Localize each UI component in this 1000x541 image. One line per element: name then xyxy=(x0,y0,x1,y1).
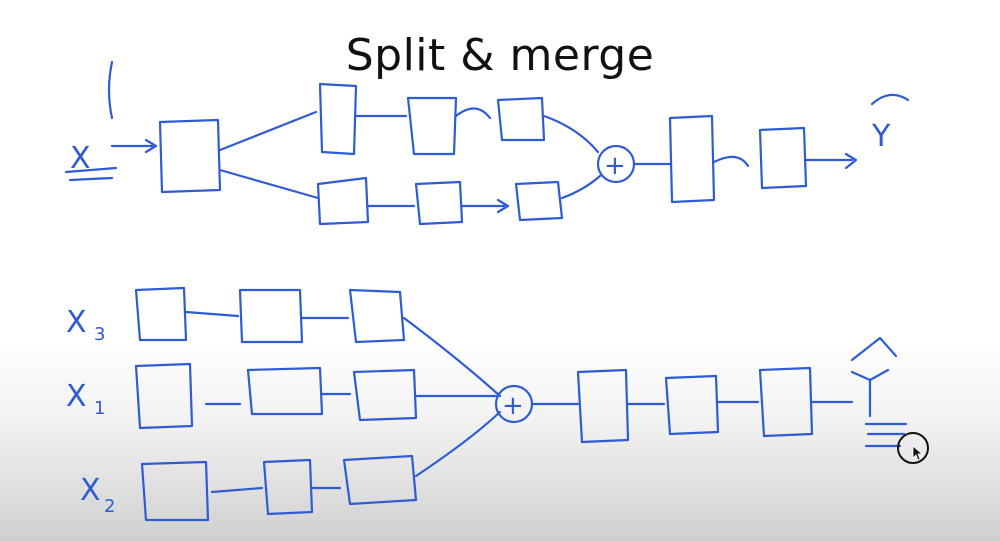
bottom-row1-box-1 xyxy=(134,362,194,430)
bottom-row2-link-1 xyxy=(210,486,264,494)
top-upper-box-2 xyxy=(406,96,458,156)
slide-title: Split & merge xyxy=(345,30,655,81)
bottom-row2-box-1 xyxy=(140,460,210,522)
bottom-input-2-subscript: 2 xyxy=(104,496,115,517)
top-upper-link-2 xyxy=(454,107,492,120)
bottom-row3-box-3 xyxy=(348,288,406,344)
cursor-arrow-icon xyxy=(912,445,924,461)
top-post-link-2 xyxy=(804,152,858,170)
top-output-label: Y xyxy=(871,119,891,154)
top-branch-lower-link xyxy=(218,168,320,200)
top-lower-box-1 xyxy=(316,176,370,226)
top-input-arrow xyxy=(110,138,158,154)
top-output-hat-mark xyxy=(870,93,910,106)
bottom-row1-box-2 xyxy=(246,366,324,416)
bottom-row3-box-1 xyxy=(134,286,188,342)
bottom-input-1-label: X xyxy=(66,379,87,414)
top-merge-symbol: + xyxy=(604,151,626,181)
bottom-output-hat-mark xyxy=(850,336,898,362)
top-upper-link-3 xyxy=(542,114,600,154)
mouse-pointer-icon xyxy=(897,432,929,464)
top-post-link-1 xyxy=(712,155,750,168)
top-input-arc-mark xyxy=(107,60,114,120)
top-branch-upper-link xyxy=(218,110,318,152)
cursor-ring xyxy=(897,432,929,464)
top-upper-box-1 xyxy=(318,82,358,156)
bottom-row3-link-1 xyxy=(184,310,240,318)
bottom-post-box-1 xyxy=(576,368,630,444)
bottom-input-1-subscript: 1 xyxy=(94,398,105,419)
top-split-box xyxy=(158,118,222,194)
bottom-row3-to-merge xyxy=(402,316,502,398)
bottom-diagram: X 3 X 1 X 2 + xyxy=(66,286,908,522)
bottom-output-lines xyxy=(864,422,908,448)
bottom-output-y-mark xyxy=(850,368,890,418)
bottom-row3-box-2 xyxy=(238,288,304,344)
top-input-underline xyxy=(64,166,118,182)
top-post-box-1 xyxy=(668,114,716,204)
bottom-merge-symbol: + xyxy=(502,391,524,421)
bottom-input-3-subscript: 3 xyxy=(94,324,105,345)
top-lower-link-2 xyxy=(460,198,510,214)
bottom-row2-box-2 xyxy=(262,458,314,516)
bottom-post-box-3 xyxy=(758,366,814,438)
top-post-box-2 xyxy=(758,126,808,190)
top-upper-box-3 xyxy=(496,96,546,142)
top-input-label: X xyxy=(70,141,91,176)
top-diagram: X + Y xyxy=(64,60,910,226)
bottom-row2-box-3 xyxy=(342,454,418,506)
bottom-input-3-label: X xyxy=(66,305,87,340)
top-lower-box-2 xyxy=(414,180,464,226)
bottom-input-2-label: X xyxy=(80,473,101,508)
top-lower-link-3 xyxy=(560,174,602,200)
bottom-row2-to-merge xyxy=(414,410,502,478)
bottom-row1-box-3 xyxy=(352,368,418,422)
top-lower-box-3 xyxy=(514,180,564,222)
bottom-post-box-2 xyxy=(664,374,720,436)
